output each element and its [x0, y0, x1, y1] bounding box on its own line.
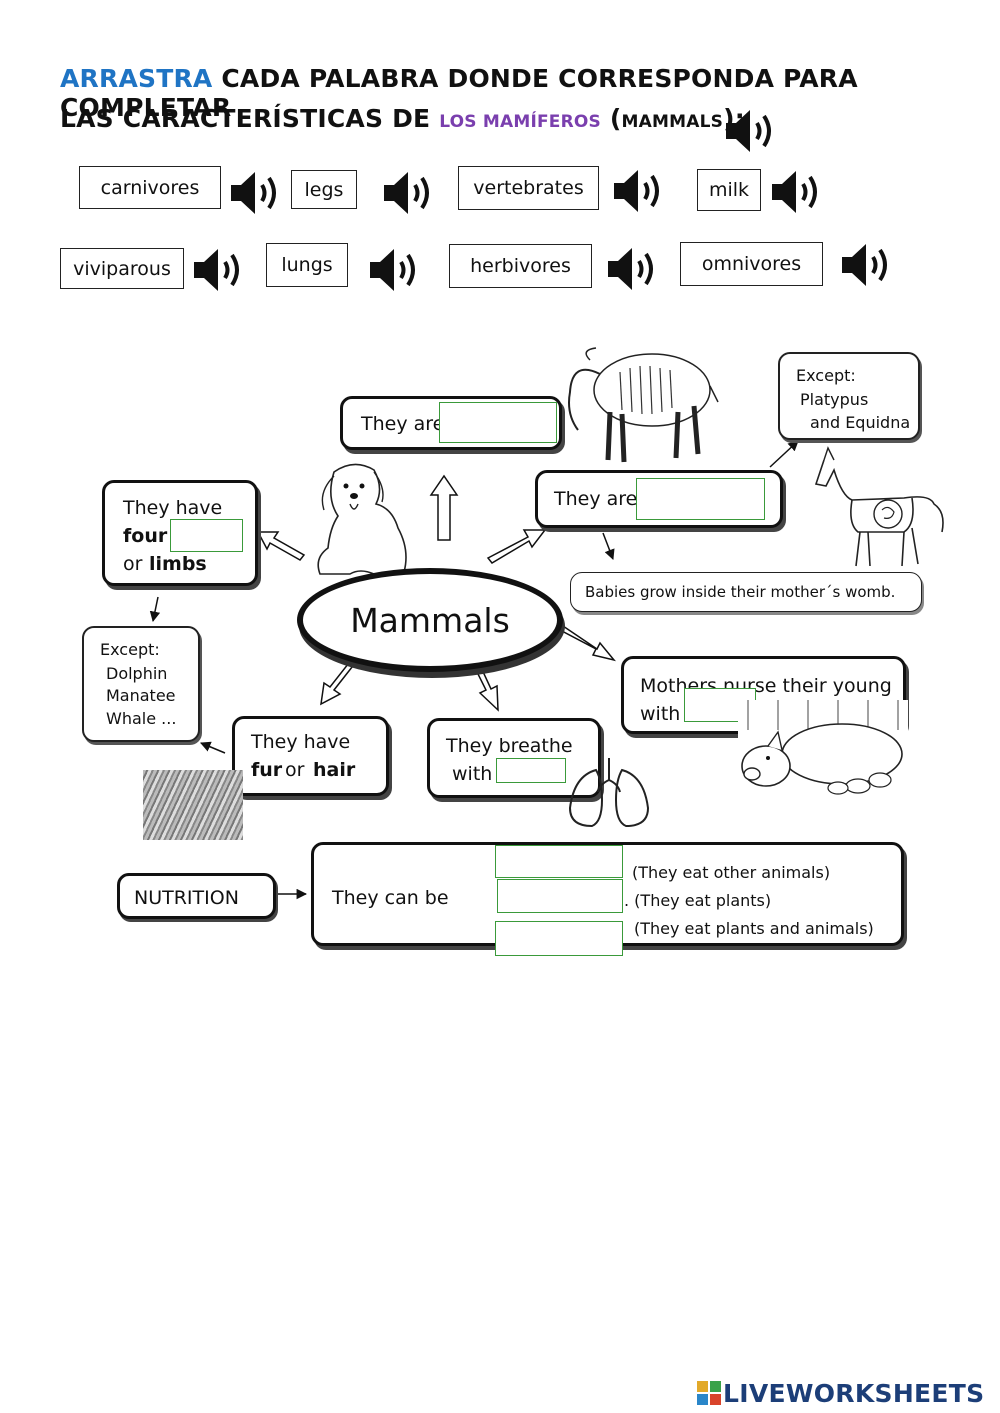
instruction-line-2: LAS CARACTERÍSTICAS DE LOS MAMÍFEROS (MA… [60, 104, 745, 133]
they-breathe-label: They breathe [446, 735, 573, 757]
instruction-rest: CADA PALABRA DONDE CORRESPONDA PARA COMP… [60, 64, 858, 122]
drop-zone-viviparous[interactable] [636, 478, 765, 520]
except-title: Except: [796, 366, 856, 385]
lungs-image [568, 758, 650, 828]
mothers-nurse-label: Mothers nurse their young [640, 675, 892, 697]
limbs-label: limbs [149, 553, 207, 575]
dog-image [317, 463, 407, 575]
diagram-arrows [149, 440, 799, 923]
word-milk[interactable]: milk [697, 169, 761, 211]
except-whale: Whale ... [106, 709, 177, 728]
drop-zone-legs[interactable] [170, 519, 243, 552]
drop-zone-herbivores[interactable] [497, 879, 623, 913]
or-label: or [123, 553, 143, 575]
instruction-line2-start: LAS CARACTERÍSTICAS DE [60, 104, 431, 133]
speaker-icon[interactable] [840, 240, 896, 290]
word-lungs[interactable]: lungs [266, 243, 348, 287]
except-title: Except: [100, 640, 160, 659]
except-dolphin-box: Except: Dolphin Manatee Whale ... [82, 626, 200, 742]
arrow-down-right [558, 624, 616, 662]
fur-texture-image [143, 770, 243, 840]
instruction-paren-open: ( [609, 104, 622, 133]
word-herbivores[interactable]: herbivores [449, 244, 592, 288]
they-are-label: They are [554, 488, 638, 510]
arrow-right-up [486, 529, 547, 564]
nutrition-label: NUTRITION [134, 887, 239, 909]
arrow-down-left [320, 657, 358, 706]
speaker-icon[interactable] [229, 168, 285, 218]
except-dolphin: Dolphin [106, 664, 168, 683]
hair-label: hair [313, 759, 356, 781]
liveworksheets-brand: LIVEWORKSHEETS [723, 1378, 985, 1408]
they-have-label: They have [123, 497, 223, 519]
four-label: four [123, 525, 168, 547]
mammals-title: Mammals [350, 600, 510, 640]
they-can-be-label: They can be [332, 887, 449, 909]
herbivores-description: . (They eat plants) [624, 891, 772, 910]
word-legs[interactable]: legs [291, 170, 357, 209]
word-carnivores[interactable]: carnivores [79, 166, 221, 209]
word-vertebrates[interactable]: vertebrates [458, 166, 599, 210]
except-equidna: and Equidna [810, 413, 911, 432]
word-omnivores[interactable]: omnivores [680, 242, 823, 286]
liveworksheets-logo[interactable]: LIVEWORKSHEETS [697, 1378, 984, 1408]
they-have-label: They have [251, 731, 351, 753]
breathe-box: They breathe with [427, 718, 601, 798]
word-viviparous[interactable]: viviparous [60, 248, 184, 289]
except-platypus: Platypus [800, 390, 869, 409]
elephant-skeleton-image [568, 347, 719, 463]
arrow-down [473, 661, 499, 712]
fur-box: They have fur or hair [232, 716, 389, 796]
speaker-icon[interactable] [612, 166, 668, 216]
with-label: with [452, 763, 493, 785]
horse-image [814, 446, 944, 567]
or-label: or [285, 759, 305, 781]
omnivores-description: (They eat plants and animals) [634, 919, 874, 938]
speaker-icon[interactable] [382, 168, 438, 218]
except-manatee: Manatee [106, 686, 176, 705]
instruction-line-1: ARRASTRA CADA PALABRA DONDE CORRESPONDA … [60, 64, 1000, 122]
speaker-icon[interactable] [192, 245, 248, 295]
carnivores-description: (They eat other animals) [632, 863, 831, 882]
womb-note-box: Babies grow inside their mother´s womb. [570, 572, 922, 612]
instruction-mammals: MAMMALS [621, 112, 724, 132]
drop-zone-omnivores[interactable] [495, 921, 623, 956]
except-platypus-box: Except: Platypus and Equidna [778, 352, 920, 440]
drop-zone-lungs[interactable] [496, 758, 566, 783]
speaker-icon[interactable] [368, 245, 424, 295]
speaker-icon[interactable] [770, 167, 826, 217]
instruction-purple: LOS MAMÍFEROS [439, 112, 601, 132]
instruction-keyword: ARRASTRA [60, 64, 213, 93]
speaker-icon[interactable] [606, 244, 662, 294]
nutrition-label-box: NUTRITION [117, 873, 276, 919]
arrow-left-up [256, 531, 306, 561]
arrow-up [429, 474, 459, 541]
with-label: with [640, 703, 681, 725]
they-are-label: They are [361, 413, 445, 435]
fur-label: fur [251, 759, 283, 781]
speaker-icon[interactable] [724, 106, 780, 156]
mammals-center-node: Mammals [297, 568, 563, 672]
drop-zone-carnivores[interactable] [495, 845, 623, 878]
liveworksheets-logo-icon [697, 1381, 721, 1405]
womb-note: Babies grow inside their mother´s womb. [585, 583, 896, 601]
pig-image [738, 700, 908, 800]
drop-zone-vertebrates[interactable] [439, 402, 557, 443]
